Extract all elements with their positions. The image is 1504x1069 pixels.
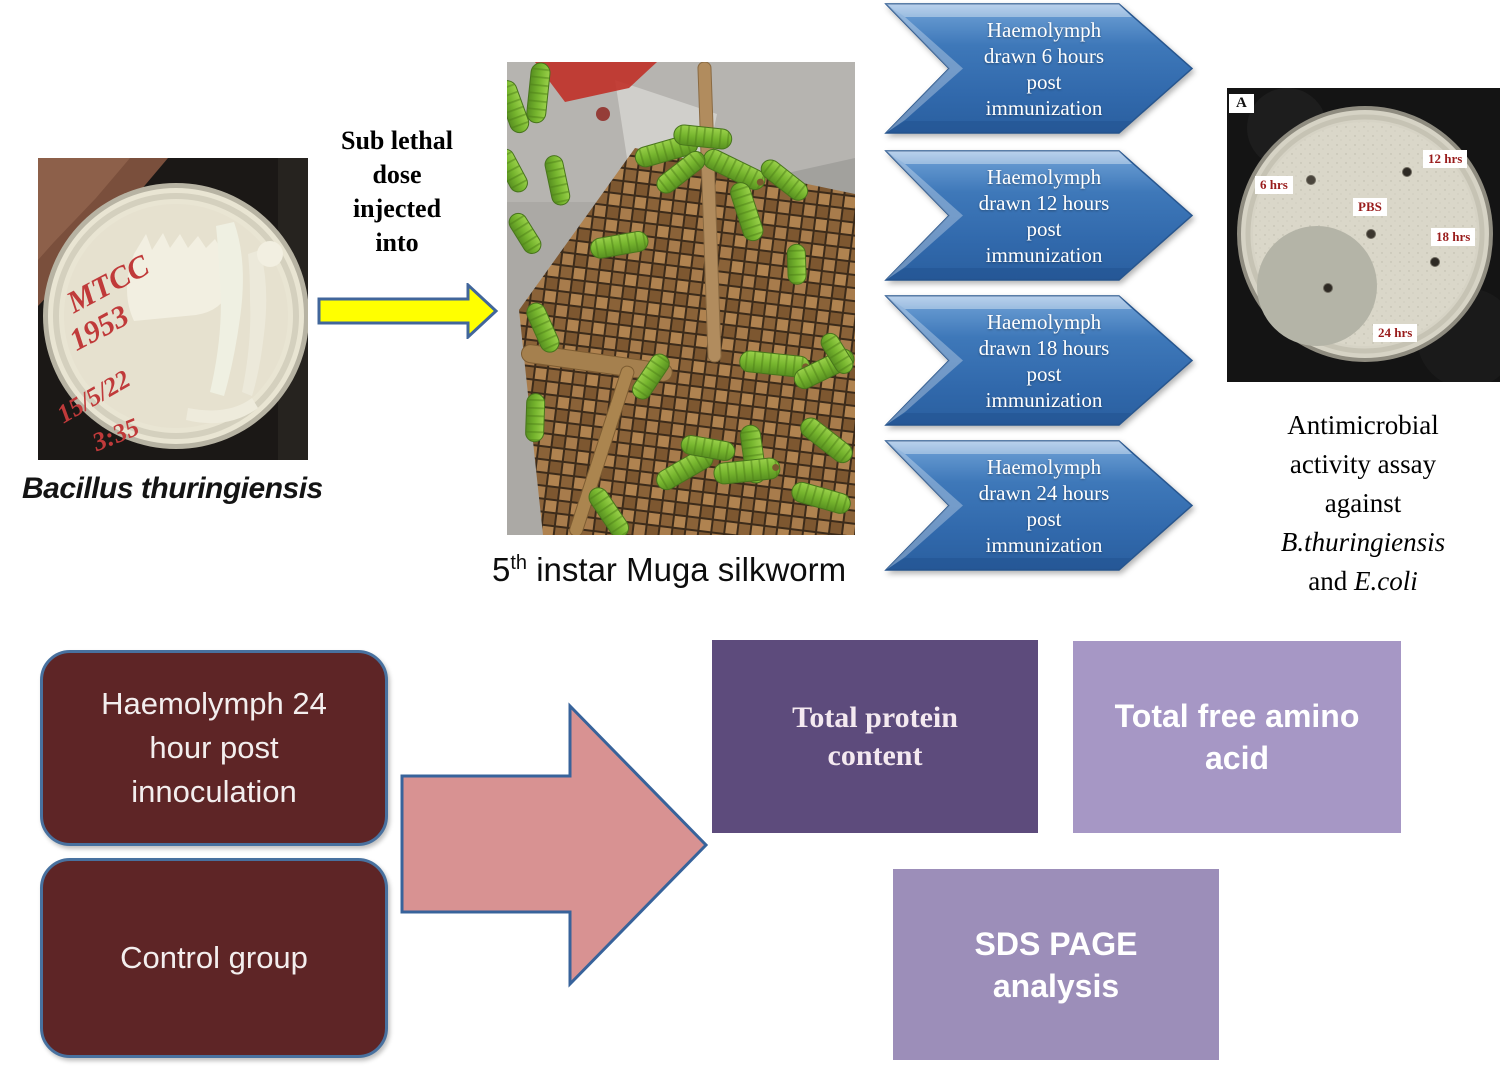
assay-panel-letter: A: [1229, 94, 1254, 113]
assay-label-12hrs: 12 hrs: [1423, 150, 1468, 168]
assay-label-18hrs: 18 hrs: [1431, 228, 1476, 246]
output-box-line: SDS PAGE: [974, 925, 1138, 962]
caterpillar-cluster-mat: [525, 124, 855, 535]
assay-caption-line: and E.coli: [1232, 562, 1494, 601]
inhibition-zone: [1257, 226, 1377, 346]
timeline-line: post: [1026, 361, 1062, 386]
silkworm-photo-illustration: [507, 62, 855, 535]
timeline-line: drawn 6 hours: [983, 43, 1105, 68]
timeline-arrow-12h: Haemolymph drawn 12 hours post immunizat…: [883, 150, 1195, 281]
assay-caption: Antimicrobial activity assay against B.t…: [1232, 406, 1494, 601]
timeline-arrow-6h: Haemolymph drawn 6 hours post immunizati…: [883, 3, 1195, 134]
red-object: [535, 62, 657, 102]
silkworm-caption-number: 5: [492, 551, 511, 588]
assay-wells: [1306, 167, 1440, 293]
timeline-line: post: [1026, 216, 1062, 241]
timeline-line: Haemolymph: [986, 309, 1102, 334]
injection-text-line: dose: [372, 160, 422, 189]
assay-photo-illustration: [1227, 88, 1500, 382]
silkworm-caption: 5th instar Muga silkworm: [492, 551, 892, 589]
yellow-arrow: [317, 283, 499, 339]
bacteria-caption: Bacillus thuringiensis: [22, 472, 323, 505]
bacteria-photo: MTCC 1953 15/5/22 3:35: [38, 158, 308, 460]
timeline-line: immunization: [985, 95, 1103, 120]
output-box-sds-page: SDS PAGE analysis: [893, 869, 1219, 1060]
timeline-line: immunization: [985, 387, 1103, 412]
timeline-line: immunization: [985, 532, 1103, 557]
assay-label-pbs: PBS: [1353, 198, 1387, 216]
timeline-line: post: [1026, 506, 1062, 531]
assay-label-6hrs: 6 hrs: [1255, 176, 1293, 194]
assay-caption-line: activity assay: [1289, 449, 1437, 479]
output-box-line: analysis: [992, 967, 1120, 1004]
assay-label-24hrs: 24 hrs: [1373, 324, 1418, 342]
assay-caption-line-italic: B.thuringiensis: [1280, 527, 1446, 557]
timeline-line: drawn 24 hours: [978, 480, 1110, 505]
timeline-line: Haemolymph: [986, 164, 1102, 189]
assay-caption-and: and: [1308, 566, 1354, 596]
silkworm-caption-ordinal: th: [510, 552, 528, 574]
assay-caption-line: against: [1324, 488, 1402, 518]
timeline-line: post: [1026, 69, 1062, 94]
silkworm-photo: [507, 62, 855, 535]
timeline-line: drawn 12 hours: [978, 190, 1110, 215]
timeline-arrow-24h: Haemolymph drawn 24 hours post immunizat…: [883, 440, 1195, 571]
output-box-line: Total free amino: [1114, 698, 1360, 734]
silkworm-caption-rest: instar Muga silkworm: [527, 551, 847, 588]
group-box-label: Haemolymph 24 hour post innoculation: [101, 686, 327, 809]
injection-text-line: injected: [352, 194, 442, 223]
timeline-line: Haemolymph: [986, 17, 1102, 42]
group-box-control: Control group: [40, 858, 388, 1058]
output-box-total-protein: Total protein content: [712, 640, 1038, 833]
injection-text: Sub lethal dose injected into: [322, 124, 472, 260]
timeline-arrow-18h: Haemolymph drawn 18 hours post immunizat…: [883, 295, 1195, 426]
output-box-line: acid: [1204, 740, 1270, 776]
group-box-label: Control group: [120, 940, 308, 975]
assay-photo: A 6 hrs 12 hrs PBS 18 hrs 24 hrs: [1227, 88, 1500, 382]
bacterial-streaks: [127, 222, 283, 424]
bacteria-photo-illustration: [38, 158, 308, 460]
caterpillar-cluster-floor: [507, 62, 571, 254]
injection-text-line: Sub lethal: [341, 126, 453, 155]
output-box-line: content: [827, 738, 923, 772]
timeline-line: immunization: [985, 242, 1103, 267]
pink-arrow: [400, 702, 709, 988]
assay-caption-line: Antimicrobial: [1287, 410, 1439, 440]
assay-caption-ecoli: E.coli: [1354, 566, 1418, 596]
output-box-line: Total protein: [792, 700, 958, 734]
group-box-haemolymph-24h: Haemolymph 24 hour post innoculation: [40, 650, 388, 846]
output-box-free-amino-acid: Total free amino acid: [1073, 641, 1401, 833]
injection-text-line: into: [375, 228, 419, 257]
timeline-line: Haemolymph: [986, 454, 1102, 479]
timeline-line: drawn 18 hours: [978, 335, 1110, 360]
